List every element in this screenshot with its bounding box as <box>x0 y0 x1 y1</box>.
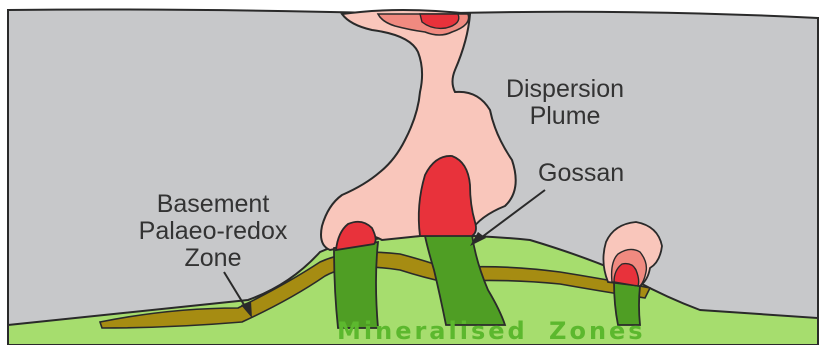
basement-redox-label: Basement Palaeo-redox Zone <box>118 191 308 272</box>
dispersion-plume-label: Dispersion Plume <box>470 76 660 130</box>
mineralised-zone-left <box>334 242 378 328</box>
dispersion-label-line1: Dispersion <box>470 76 660 103</box>
gossan-label: Gossan <box>538 160 624 187</box>
basement-label-line3: Zone <box>118 245 308 272</box>
mineralised-zones-label: Mineralised Zones <box>337 318 646 345</box>
basement-label-line1: Basement <box>118 191 308 218</box>
basement-label-line2: Palaeo-redox <box>118 218 308 245</box>
dispersion-label-line2: Plume <box>470 103 660 130</box>
